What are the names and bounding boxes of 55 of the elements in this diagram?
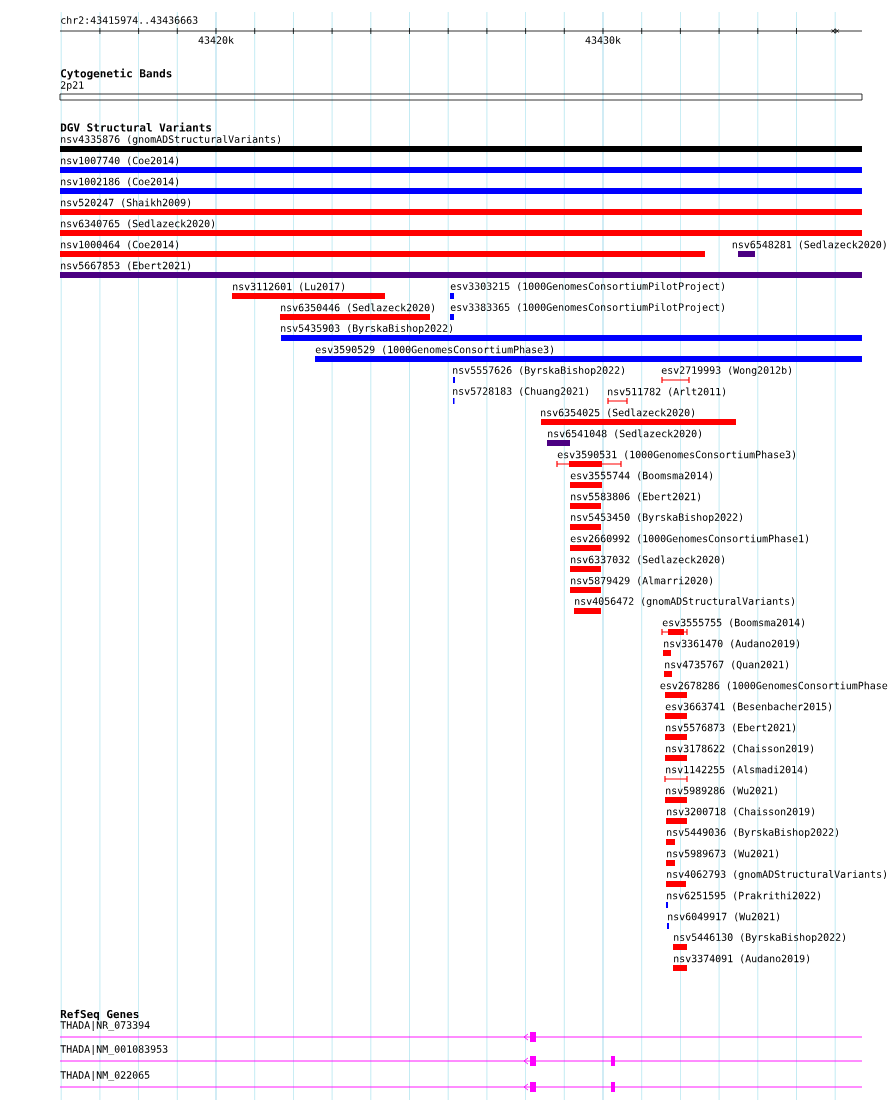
variant-label: nsv5446130 (ByrskaBishop2022) — [674, 933, 846, 943]
variant-label: nsv5667853 (Ebert2021) — [61, 261, 191, 271]
variant-label: nsv4056472 (gnomADStructuralVariants) — [575, 597, 795, 607]
variant-label: nsv4735767 (Quan2021) — [665, 660, 789, 670]
variant-label: nsv5879429 (Almarri2020) — [571, 576, 713, 586]
variant-label: nsv6337032 (Sedlazeck2020) — [571, 555, 725, 565]
variant-label: nsv5989673 (Wu2021) — [667, 849, 779, 859]
variant-label: nsv1007740 (Coe2014) — [61, 156, 179, 166]
axis-label: chr2:43415974..43436663 — [61, 16, 198, 24]
gene-label: THADA|NM_022065 — [60, 1071, 150, 1081]
track-title: Cytogenetic Bands — [61, 68, 172, 80]
variant-label: nsv5576873 (Ebert2021) — [666, 723, 796, 733]
variant-label: nsv5453450 (ByrskaBishop2022) — [571, 513, 743, 523]
tick-label: 43420k — [198, 36, 234, 44]
variant-label: nsv6354025 (Sedlazeck2020) — [541, 408, 695, 418]
variant-label: nsv5728183 (Chuang2021) — [453, 387, 589, 397]
variant-label: esv2660992 (1000GenomesConsortiumPhase1) — [570, 534, 808, 544]
variant-label: esv3303215 (1000GenomesConsortiumPilotProject) — [450, 282, 724, 292]
variant-label: esv3590529 (1000GenomesConsortiumPhase3) — [315, 345, 553, 355]
variant-label: nsv5449036 (ByrskaBishop2022) — [667, 828, 839, 838]
variant-label: esv2678286 (1000GenomesConsortiumPhase — [660, 681, 888, 691]
variant-label: esv3663741 (Besenbacher2015) — [665, 702, 832, 712]
variant-label: nsv6251595 (Prakrithi2022) — [667, 891, 821, 901]
variant-label: esv3590531 (1000GenomesConsortiumPhase3) — [557, 450, 795, 460]
variant-label: nsv6049917 (Wu2021) — [668, 912, 780, 922]
variant-label: nsv5989286 (Wu2021) — [666, 786, 778, 796]
variant-label: nsv1142255 (Alsmadi2014) — [666, 765, 808, 775]
variant-label: nsv511782 (Arlt2011) — [608, 387, 726, 397]
track-title: RefSeq Genes — [60, 1009, 139, 1021]
variant-label: nsv1002186 (Coe2014) — [61, 177, 179, 187]
variant-label: nsv6541048 (Sedlazeck2020) — [548, 429, 702, 439]
variant-label: nsv6350446 (Sedlazeck2020) — [281, 303, 435, 313]
variant-label: nsv5557626 (ByrskaBishop2022) — [453, 366, 625, 376]
variant-label: nsv4335876 (gnomADStructuralVariants) — [61, 135, 281, 145]
track-title: DGV Structural Variants — [60, 122, 212, 132]
variant-label: nsv3178622 (Chaisson2019) — [666, 744, 814, 754]
variant-label: nsv4062793 (gnomADStructuralVariants) — [667, 870, 887, 880]
gene-label: THADA|NM_001083953 — [60, 1045, 168, 1055]
variant-label: nsv6548281 (Sedlazeck2020) — [732, 240, 886, 250]
variant-label: nsv3112601 (Lu2017) — [233, 282, 345, 292]
variant-label: nsv1000464 (Coe2014) — [61, 240, 179, 250]
variant-label: nsv3374091 (Audano2019) — [674, 954, 810, 964]
gene-label: THADA|NR_073394 — [60, 1021, 150, 1031]
band-label: 2p21 — [60, 81, 84, 91]
variant-label: esv3555755 (Boomsma2014) — [662, 618, 805, 628]
variant-label: esv3383365 (1000GenomesConsortiumPilotProject) — [450, 303, 724, 313]
tick-label: 43430k — [585, 36, 621, 44]
variant-label: esv2719993 (Wong2012b) — [661, 366, 792, 376]
variant-label: nsv3200718 (Chaisson2019) — [667, 807, 815, 817]
variant-label: nsv5583806 (Ebert2021) — [571, 492, 701, 502]
variant-label: nsv6340765 (Sedlazeck2020) — [61, 219, 215, 229]
variant-label: nsv520247 (Shaikh2009) — [61, 198, 191, 208]
variant-label: nsv5435903 (ByrskaBishop2022) — [281, 324, 453, 334]
variant-label: esv3555744 (Boomsma2014) — [570, 471, 713, 481]
variant-label: nsv3361470 (Audano2019) — [664, 639, 800, 649]
